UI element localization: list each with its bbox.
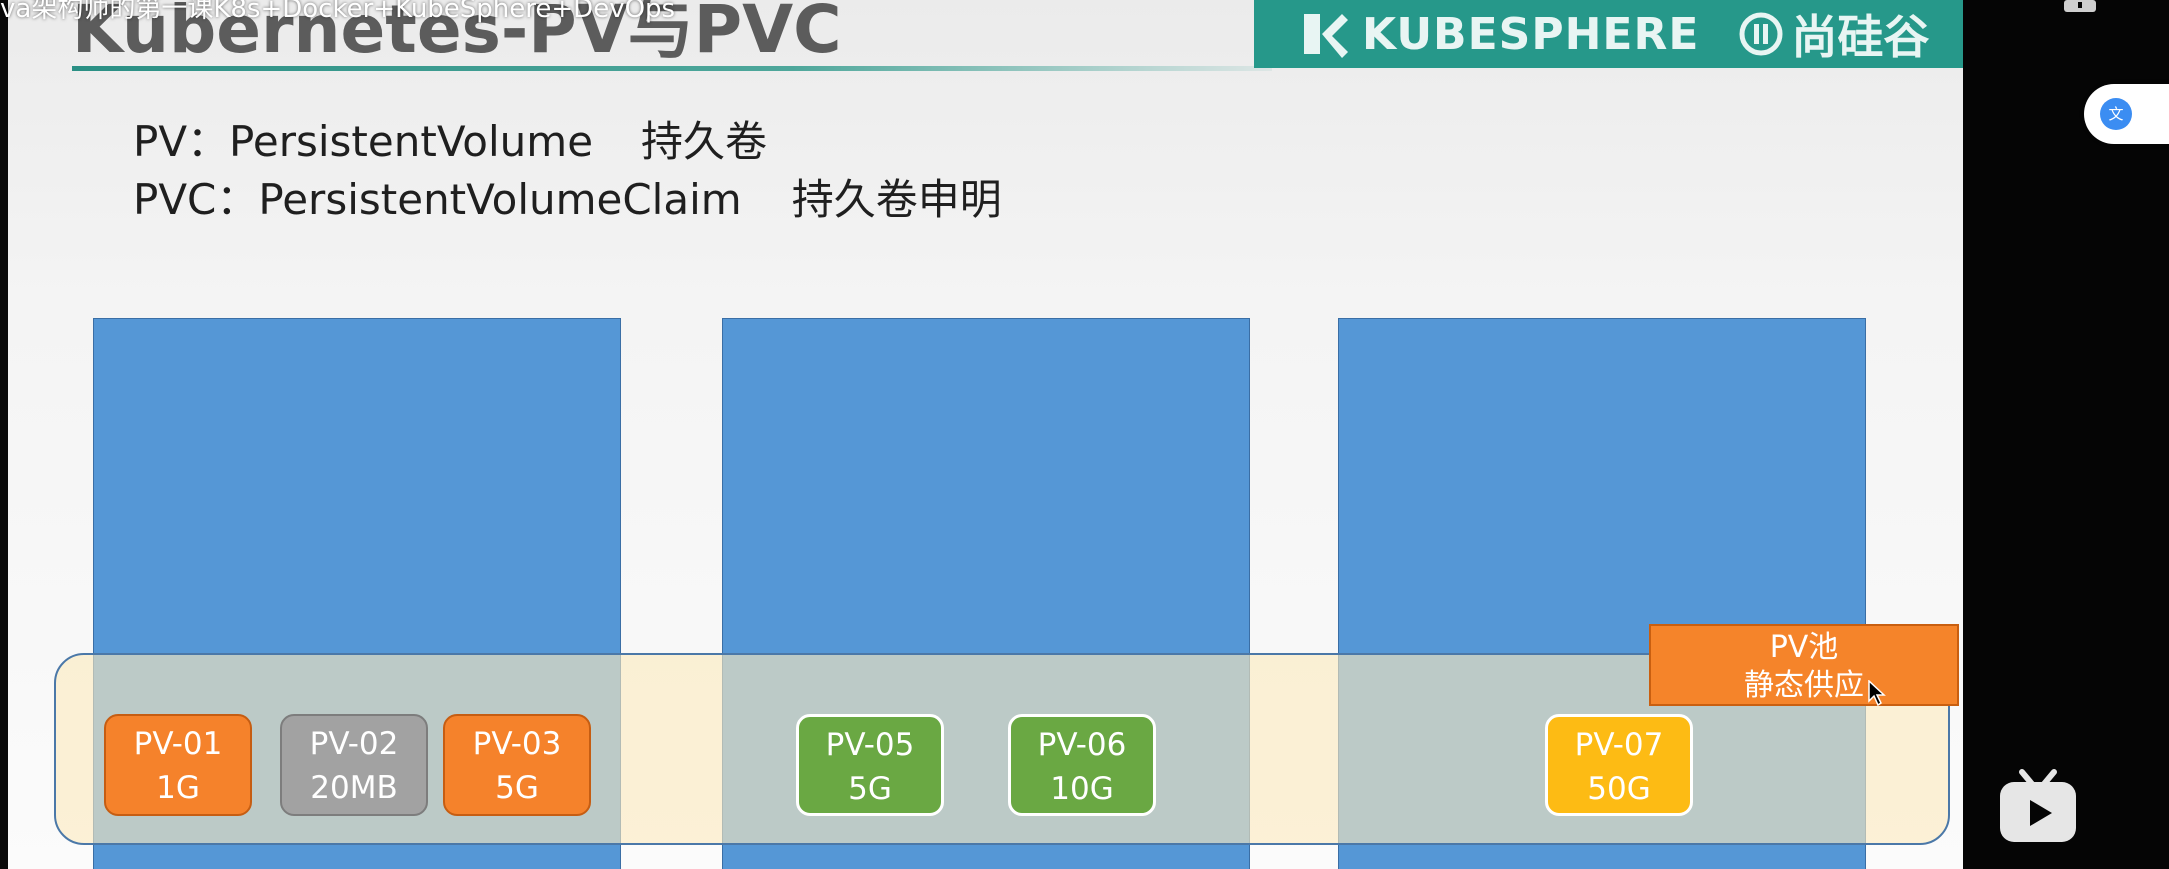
pv-card: PV-01 1G	[104, 714, 252, 816]
pvc-term: PVC：PersistentVolumeClaim	[133, 175, 742, 224]
pool-label-line1: PV池	[1769, 630, 1839, 665]
pv-card: PV-05 5G	[796, 714, 944, 816]
title-underline	[72, 66, 1272, 71]
slide-title: Kubernetes-PV与PVC	[72, 0, 842, 68]
player-side-panel	[1963, 0, 2169, 869]
pv-name: PV-02	[309, 726, 399, 762]
video-title: va架构师的第一课K8s+Docker+KubeSphere+DevOps	[0, 0, 676, 24]
pv-card: PV-03 5G	[443, 714, 591, 816]
pv-meaning: 持久卷	[641, 117, 768, 166]
pv-size: 5G	[848, 771, 892, 807]
pvc-meaning: 持久卷申明	[791, 175, 1002, 224]
mouse-pointer-icon	[1868, 680, 1886, 706]
pv-size: 20MB	[310, 770, 398, 806]
pvc-definition: PVC：PersistentVolumeClaim 持久卷申明	[133, 166, 1002, 227]
atguigu-logo-icon	[1739, 12, 1783, 56]
pv-size: 10G	[1050, 771, 1114, 807]
pv-pool-label: PV池 静态供应	[1649, 624, 1959, 706]
translate-icon: 文	[2100, 98, 2132, 130]
pv-card: PV-02 20MB	[280, 714, 428, 816]
pv-name: PV-06	[1037, 727, 1127, 763]
kubesphere-wordmark: KUBESPHERE	[1362, 8, 1700, 60]
atguigu-wordmark: 尚硅谷	[1791, 10, 1930, 64]
brand-banner: KUBESPHERE 尚硅谷	[1254, 0, 1963, 68]
translate-button[interactable]: 文	[2084, 84, 2169, 144]
bilibili-tv-icon[interactable]	[1996, 766, 2080, 846]
pv-card: PV-06 10G	[1008, 714, 1156, 816]
pool-label-line2: 静态供应	[1744, 668, 1864, 703]
pv-name: PV-01	[133, 726, 223, 762]
pv-name: PV-05	[825, 727, 915, 763]
pv-name: PV-03	[472, 726, 562, 762]
pv-name: PV-07	[1574, 727, 1664, 763]
pv-definition: PV：PersistentVolume 持久卷	[133, 108, 767, 169]
slide-canvas: Kubernetes-PV与PVC KUBESPHERE 尚硅谷 PV：Pers…	[8, 0, 1963, 869]
pv-size: 5G	[495, 770, 539, 806]
pv-term: PV：PersistentVolume	[133, 117, 594, 166]
player-left-edge	[0, 0, 8, 869]
comment-icon[interactable]	[2064, 0, 2096, 16]
pv-size: 1G	[156, 770, 200, 806]
pv-card: PV-07 50G	[1545, 714, 1693, 816]
kubesphere-logo-icon	[1304, 14, 1348, 58]
pv-size: 50G	[1587, 771, 1651, 807]
